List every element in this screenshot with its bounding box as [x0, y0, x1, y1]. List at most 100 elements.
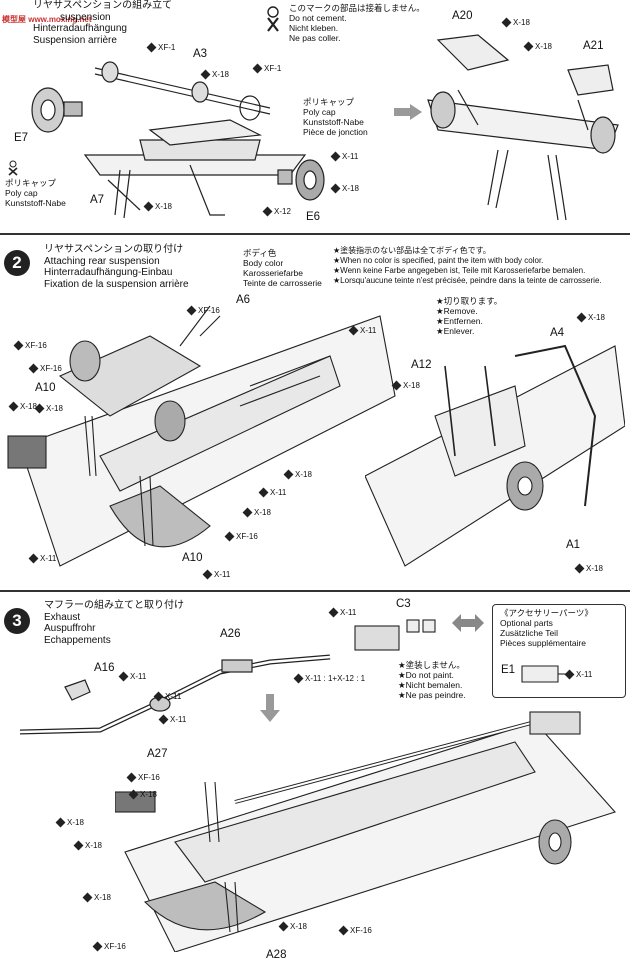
paint-xf1-a: XF-1 — [148, 43, 175, 52]
polycap-note-b: ポリキャップ Poly cap Kunststoff-Nabe Pièce de… — [303, 97, 368, 137]
paint-x18-h: X-18 — [285, 470, 312, 479]
paint-x18-i: X-18 — [244, 508, 271, 517]
cement-note-de: Nicht kleben. — [289, 23, 339, 33]
paint-x11-a: X-11 — [332, 152, 358, 161]
paint-xf16-f: XF-16 — [94, 942, 126, 951]
paint-x18-l: X-18 — [576, 564, 603, 573]
rear-suspension-assembly-diagram — [31, 61, 325, 219]
cement-note-jp: このマークの部品は接着しません。 — [289, 3, 425, 13]
section-divider-2 — [0, 590, 630, 592]
label-a16: A16 — [94, 662, 115, 674]
cement-note: このマークの部品は接着しません。 Do not cement. Nicht kl… — [289, 3, 425, 43]
paint-xf16-a: XF-16 — [188, 306, 220, 315]
cement-note-en: Do not cement. — [289, 13, 347, 23]
paint-x18-j: X-18 — [393, 381, 420, 390]
body-color-note: ボディ色 Body color Karosseriefarbe Teinte d… — [243, 248, 322, 288]
label-a12: A12 — [411, 359, 432, 371]
optional-en: Optional parts — [500, 618, 553, 628]
remove-note-en: ★Remove. — [436, 306, 478, 316]
label-c3: C3 — [396, 598, 411, 610]
label-a28: A28 — [266, 949, 287, 961]
remove-note: ★切り取ります。 ★Remove. ★Entfernen. ★Enlever. — [436, 296, 502, 336]
paint-x18-c: X-18 — [145, 202, 172, 211]
label-a27: A27 — [147, 748, 168, 760]
polycap-a-fr: Kunststoff-Nabe — [5, 198, 66, 208]
paint-x11-f: X-11 — [330, 608, 356, 617]
no-paint-de: ★Nicht bemalen. — [398, 680, 463, 690]
polycap-b-en: Poly cap — [303, 107, 336, 117]
paint-x11-d: X-11 — [30, 554, 56, 563]
no-paint-fr: ★Ne pas peindre. — [398, 690, 466, 700]
step-1-title-de: Hinterradaufhängung — [33, 23, 127, 34]
no-cement-icon-small — [8, 160, 18, 176]
polycap-note-a: ポリキャップ Poly cap Kunststoff-Nabe — [5, 178, 66, 208]
paint-note-fr: ★Lorsqu'aucune teinte n'est précisée, pe… — [333, 276, 602, 285]
paint-x18-p: X-18 — [84, 893, 111, 902]
paint-x11-i: X-11 — [155, 692, 181, 701]
step-2-section: 2 リヤサスペンションの取り付け Attaching rear suspensi… — [0, 236, 630, 590]
step-3-number: 3 — [4, 608, 30, 634]
paint-x11-b: X-11 — [350, 326, 376, 335]
label-a10-lower: A10 — [182, 552, 203, 564]
paint-x18-d: X-18 — [503, 18, 530, 27]
optional-de: Zusätzliche Teil — [500, 628, 558, 638]
paint-xf16-g: XF-16 — [340, 926, 372, 935]
no-paint-jp: ★塗装しません。 — [398, 660, 465, 670]
chassis-rear-suspension-diagram — [7, 305, 396, 567]
remove-note-de: ★Entfernen. — [436, 316, 483, 326]
step-3-title: マフラーの組み立てと取り付け Exhaust Auspuffrohr Echap… — [44, 600, 184, 646]
paint-xf16-d: XF-16 — [226, 532, 258, 541]
paint-x12-a: X-12 — [264, 207, 291, 216]
remove-note-fr: ★Enlever. — [436, 326, 475, 336]
label-a26: A26 — [220, 628, 241, 640]
paint-x11-j: X-11 — [160, 715, 186, 724]
label-a3: A3 — [193, 48, 208, 60]
paint-x18-b: X-18 — [332, 184, 359, 193]
no-paint-note: ★塗装しません。 ★Do not paint. ★Nicht bemalen. … — [398, 660, 466, 700]
step-2-title-de: Hinterradaufhängung-Einbau — [44, 267, 173, 278]
label-a20: A20 — [452, 10, 473, 22]
optional-jp: 《アクセサリーパーツ》 — [500, 608, 593, 618]
polycap-b-jp: ポリキャップ — [303, 97, 355, 107]
label-e7: E7 — [14, 132, 29, 144]
cement-note-fr: Ne pas coller. — [289, 33, 341, 43]
label-a21: A21 — [583, 40, 604, 52]
paint-xf16-c: XF-16 — [30, 364, 62, 373]
paint-x18-g: X-18 — [36, 404, 63, 413]
paint-mix-note: X-11 : 1+X-12 : 1 — [295, 674, 365, 683]
paint-x18-o: X-18 — [75, 841, 102, 850]
paint-xf16-b: XF-16 — [15, 341, 47, 350]
step-3-title-de: Auspuffrohr — [44, 623, 96, 634]
chassis-exhaust-install-diagram — [115, 711, 616, 952]
polycap-a-en: Poly cap — [5, 188, 38, 198]
step-1-title: リヤサスペンションの組み立て suspension Hinterradaufhä… — [33, 0, 172, 46]
paint-note-en: ★When no color is specified, paint the i… — [333, 256, 544, 265]
label-a6: A6 — [236, 294, 251, 306]
double-arrow-icon — [452, 614, 484, 632]
body-color-en: Body color — [243, 258, 284, 268]
rear-suspension-assembled-diagram — [427, 34, 619, 221]
paint-note-de: ★Wenn keine Farbe angegeben ist, Teile m… — [333, 266, 586, 275]
step-2-title: リヤサスペンションの取り付け Attaching rear suspension… — [44, 244, 189, 290]
chassis-stabilizer-diagram — [365, 344, 625, 567]
step-1-title-fr: Suspension arrière — [33, 34, 117, 46]
step-1-title-jp: リヤサスペンションの組み立て — [33, 0, 173, 11]
paint-x11-h: X-11 — [120, 672, 146, 681]
paint-x18-a: X-18 — [202, 70, 229, 79]
exhaust-pipe-diagram — [19, 654, 331, 735]
label-a10-upper: A10 — [35, 382, 56, 394]
optional-parts-box — [492, 604, 626, 698]
section-divider-1 — [0, 233, 630, 235]
paint-x18-f: X-18 — [10, 402, 37, 411]
step-3-title-jp: マフラーの組み立てと取り付け — [44, 600, 184, 611]
paint-note-jp: ★塗装指示のない部品は全てボディ色です。 — [333, 246, 491, 255]
optional-fr: Pièces supplémentaire — [500, 638, 586, 648]
no-cement-icon — [267, 6, 279, 32]
step-3-title-fr: Echappements — [44, 634, 111, 646]
label-e6: E6 — [306, 211, 321, 223]
assembly-arrow-icon — [394, 104, 422, 120]
step-2-title-fr: Fixation de la suspension arrière — [44, 278, 189, 290]
remove-note-jp: ★切り取ります。 — [436, 296, 503, 306]
paint-x18-k: X-18 — [578, 313, 605, 322]
paint-x18-m: X-18 — [130, 790, 157, 799]
